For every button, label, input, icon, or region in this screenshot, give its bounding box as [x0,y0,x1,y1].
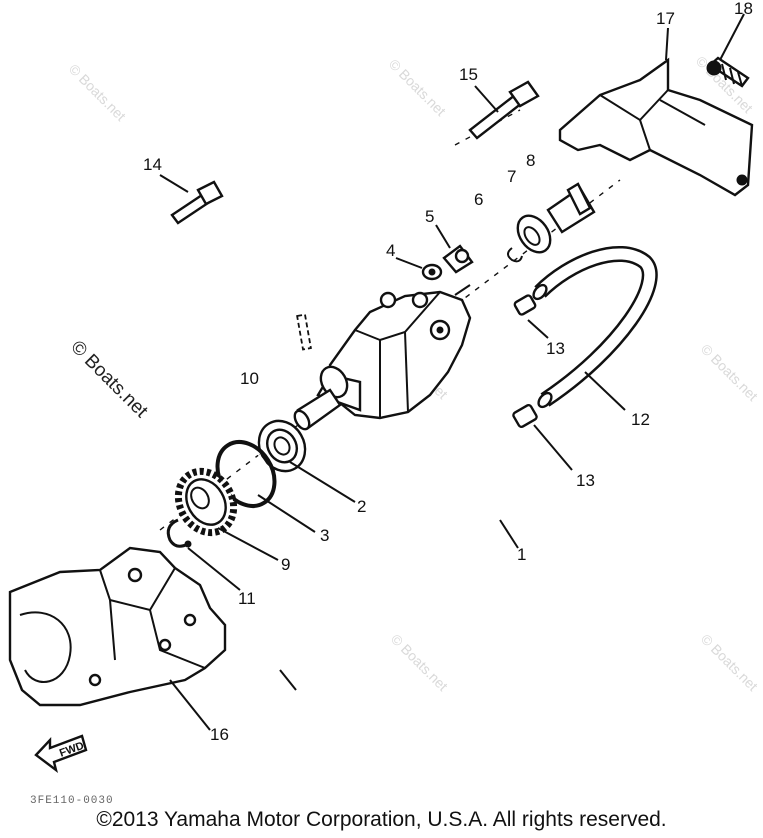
bolt-part-5 [442,244,474,274]
callout-14: 14 [143,155,162,174]
callout-13-upper: 13 [546,339,565,358]
callout-16: 16 [210,725,229,744]
callout-10: 10 [240,369,259,388]
watermark-dark: © Boats.net [66,337,152,423]
seal-part-7 [516,214,552,254]
crankcase-part-16 [8,546,297,707]
clamp-part-13-lower [512,403,538,429]
callout-6: 6 [474,190,483,209]
circlip-part-11 [166,518,189,548]
watermark-1: © Boats.net [66,61,129,124]
bolt-part-15 [468,80,540,140]
washer-part-4 [421,263,443,281]
fitting-part-8 [546,182,596,234]
bracket-part-17 [558,57,754,197]
clip-part-6 [507,247,523,263]
diagram-reference-code: 3FE110-0030 [30,795,114,807]
callout-17: 17 [656,9,675,28]
oil-pump-part-1 [293,284,472,431]
callout-5: 5 [425,207,434,226]
callout-8: 8 [526,151,535,170]
bearing-part-2 [257,419,307,473]
callout-18: 18 [734,0,753,18]
callout-3: 3 [320,526,329,545]
leader-lines [159,13,745,731]
copyright-notice: ©2013 Yamaha Motor Corporation, U.S.A. A… [96,808,667,831]
watermark-2: © Boats.net [386,56,449,119]
dowel-part-10 [296,313,312,351]
watermark-7: © Boats.net [388,631,451,694]
hose-part-12 [532,246,658,409]
watermark-8: © Boats.net [698,631,761,694]
callout-15: 15 [459,65,478,84]
exploded-parts-diagram: © Boats.net © Boats.net © Boats.net © Bo… [8,0,761,773]
clamp-part-13-upper [513,294,537,316]
bolt-part-14 [170,180,224,225]
fwd-arrow: FWD [34,734,88,773]
gear-part-9 [174,467,238,537]
callout-1: 1 [517,545,526,564]
callout-12: 12 [631,410,650,429]
callout-13-lower: 13 [576,471,595,490]
circlip-eye [184,540,192,548]
callout-7: 7 [507,167,516,186]
watermark-5: © Boats.net [698,341,761,404]
callout-9: 9 [281,555,290,574]
callout-4: 4 [386,241,395,260]
screw-part-18 [706,56,750,88]
callout-labels: 1 2 3 4 5 6 7 8 9 10 11 12 13 13 14 15 1… [143,0,753,744]
callout-2: 2 [357,497,366,516]
callout-11: 11 [238,589,256,608]
